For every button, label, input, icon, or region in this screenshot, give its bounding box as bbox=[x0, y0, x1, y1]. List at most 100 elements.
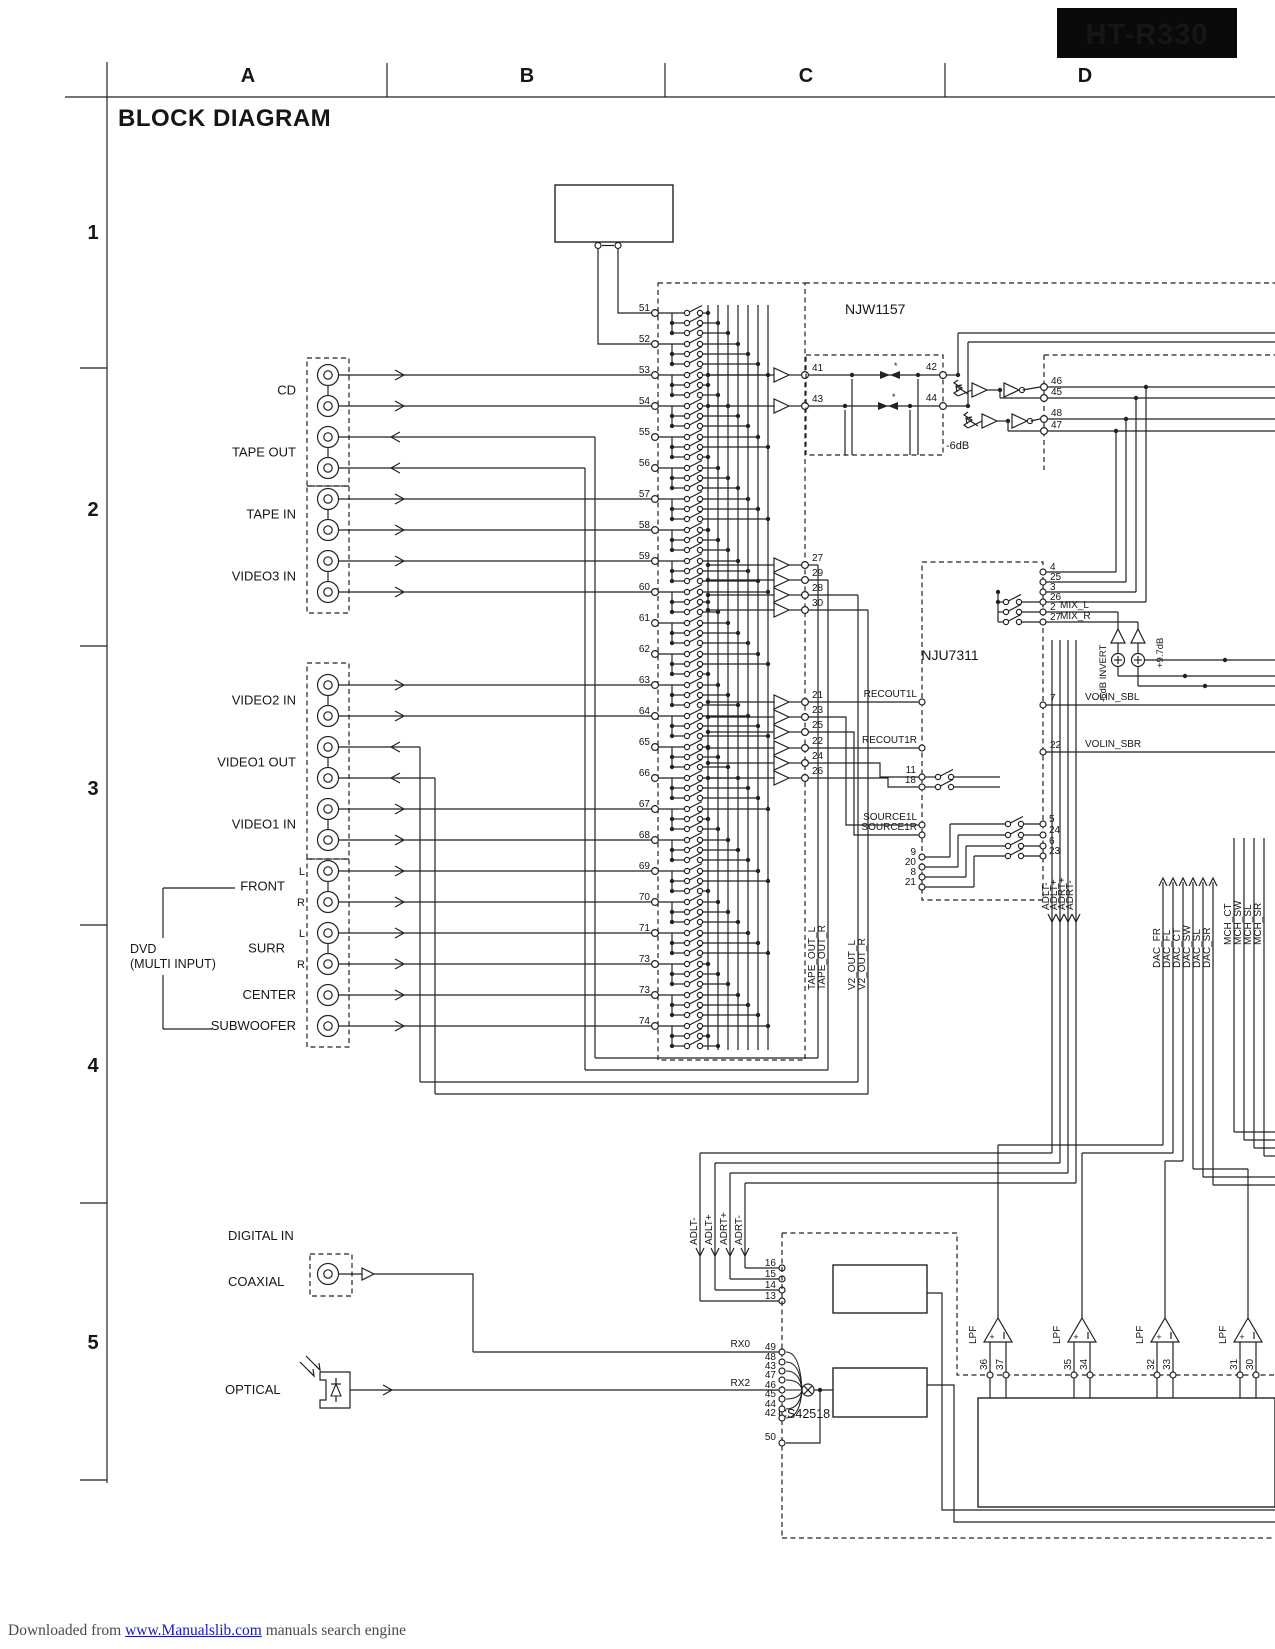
pin-label: 14 bbox=[765, 1280, 777, 1291]
switch-icon bbox=[689, 614, 703, 623]
buffer-icon bbox=[773, 587, 791, 603]
pin-label: 43 bbox=[765, 1361, 777, 1372]
junction-dot bbox=[1202, 683, 1208, 689]
junction-dot bbox=[735, 341, 741, 347]
junction-dot bbox=[669, 454, 675, 460]
net-label: MCH_SR bbox=[1253, 903, 1264, 945]
switch-icon bbox=[683, 846, 691, 854]
photodiode-icon bbox=[319, 1371, 351, 1409]
junction-dot bbox=[669, 816, 675, 822]
switch-icon bbox=[683, 867, 691, 875]
junction-dot bbox=[669, 847, 675, 853]
jack-group-box bbox=[306, 858, 350, 1048]
pin-terminal bbox=[918, 853, 926, 861]
junction-dot bbox=[669, 392, 675, 398]
wire bbox=[808, 716, 919, 826]
rca-jack-icon bbox=[323, 1269, 333, 1279]
pin-terminal bbox=[918, 744, 926, 752]
pin-terminal bbox=[650, 402, 659, 411]
buffer-icon bbox=[773, 724, 791, 740]
switch-icon bbox=[683, 433, 691, 441]
arrow-down-icon bbox=[1071, 913, 1081, 924]
junction-dot bbox=[705, 888, 711, 894]
junction-dot bbox=[849, 372, 855, 378]
switch-icon bbox=[696, 732, 704, 740]
switch-icon bbox=[696, 619, 704, 627]
net-label: DAC_CT bbox=[1172, 928, 1183, 968]
junction-dot bbox=[907, 403, 913, 409]
rca-jack-icon bbox=[323, 494, 333, 504]
pin-terminal bbox=[650, 959, 659, 968]
pin-terminal bbox=[778, 1386, 786, 1394]
pin-terminal bbox=[1039, 394, 1048, 403]
switch-icon bbox=[689, 872, 703, 881]
switch-icon bbox=[683, 391, 691, 399]
switch-icon bbox=[689, 1017, 703, 1026]
switch-icon bbox=[689, 986, 703, 995]
switch-icon bbox=[683, 474, 691, 482]
junction-dot bbox=[669, 537, 675, 543]
wire bbox=[927, 1292, 1275, 1511]
switch-icon bbox=[934, 783, 942, 791]
switch-icon bbox=[689, 707, 703, 716]
net-label: RECOUT1L bbox=[864, 689, 918, 700]
buffer-icon bbox=[773, 740, 791, 756]
pin-terminal bbox=[800, 575, 809, 584]
junction-dot bbox=[735, 992, 741, 998]
pin-label: 59 bbox=[639, 551, 651, 562]
pin-label: 46 bbox=[1051, 376, 1063, 387]
pin-label: 53 bbox=[639, 365, 651, 376]
switch-icon bbox=[683, 495, 691, 503]
arrow-right-icon bbox=[394, 400, 406, 412]
net-label: DAC_SL bbox=[1192, 929, 1203, 968]
mux-icon bbox=[803, 1385, 813, 1395]
switch-icon bbox=[689, 583, 703, 592]
dir-box bbox=[832, 1367, 928, 1418]
switch-icon bbox=[696, 1001, 704, 1009]
junction-dot bbox=[669, 320, 675, 326]
rca-jack-icon bbox=[323, 773, 333, 783]
junction-dot bbox=[765, 1023, 771, 1029]
junction-dot bbox=[745, 640, 751, 646]
junction-dot bbox=[725, 909, 731, 915]
switch-icon bbox=[696, 329, 704, 337]
junction-dot bbox=[755, 940, 761, 946]
junction-dot bbox=[735, 485, 741, 491]
grid-row-3: 3 bbox=[87, 778, 98, 800]
grid-row-2: 2 bbox=[87, 499, 98, 521]
switch-icon bbox=[1004, 820, 1012, 828]
switch-icon bbox=[683, 939, 691, 947]
rca-jack-icon bbox=[323, 370, 333, 380]
pin-terminal bbox=[938, 402, 947, 411]
switch-icon bbox=[683, 1011, 691, 1019]
pin-terminal bbox=[1039, 842, 1047, 850]
switch-icon bbox=[696, 557, 704, 565]
net-label: TAPE_OUT_L bbox=[807, 926, 818, 990]
pin-terminal bbox=[650, 866, 659, 875]
switch-icon bbox=[683, 701, 691, 709]
pin-label: 36 bbox=[979, 1358, 990, 1370]
rx2-net-label: RX2 bbox=[731, 1378, 751, 1389]
attenuator-icon bbox=[878, 402, 888, 410]
switch-icon bbox=[689, 738, 703, 747]
arrow-right-icon bbox=[394, 710, 406, 722]
junction-dot bbox=[765, 516, 771, 522]
switch-icon bbox=[696, 970, 704, 978]
junction-dot bbox=[735, 413, 741, 419]
junction-dot bbox=[745, 423, 751, 429]
buffer-icon bbox=[773, 572, 791, 588]
manualslib-link[interactable]: www.Manualslib.com bbox=[125, 1622, 262, 1639]
switch-icon bbox=[696, 825, 704, 833]
pin-terminal bbox=[778, 1348, 786, 1356]
switch-icon bbox=[683, 443, 691, 451]
pin-terminal bbox=[1002, 1371, 1010, 1379]
junction-dot bbox=[669, 888, 675, 894]
arrow-right-icon bbox=[394, 989, 406, 1001]
lpf-icon: + bbox=[989, 1332, 994, 1342]
junction-dot bbox=[705, 961, 711, 967]
switch-icon bbox=[689, 975, 703, 984]
switch-icon bbox=[689, 727, 703, 736]
switch-icon bbox=[683, 732, 691, 740]
arrow-down-icon bbox=[1047, 913, 1057, 924]
switch-icon bbox=[683, 608, 691, 616]
